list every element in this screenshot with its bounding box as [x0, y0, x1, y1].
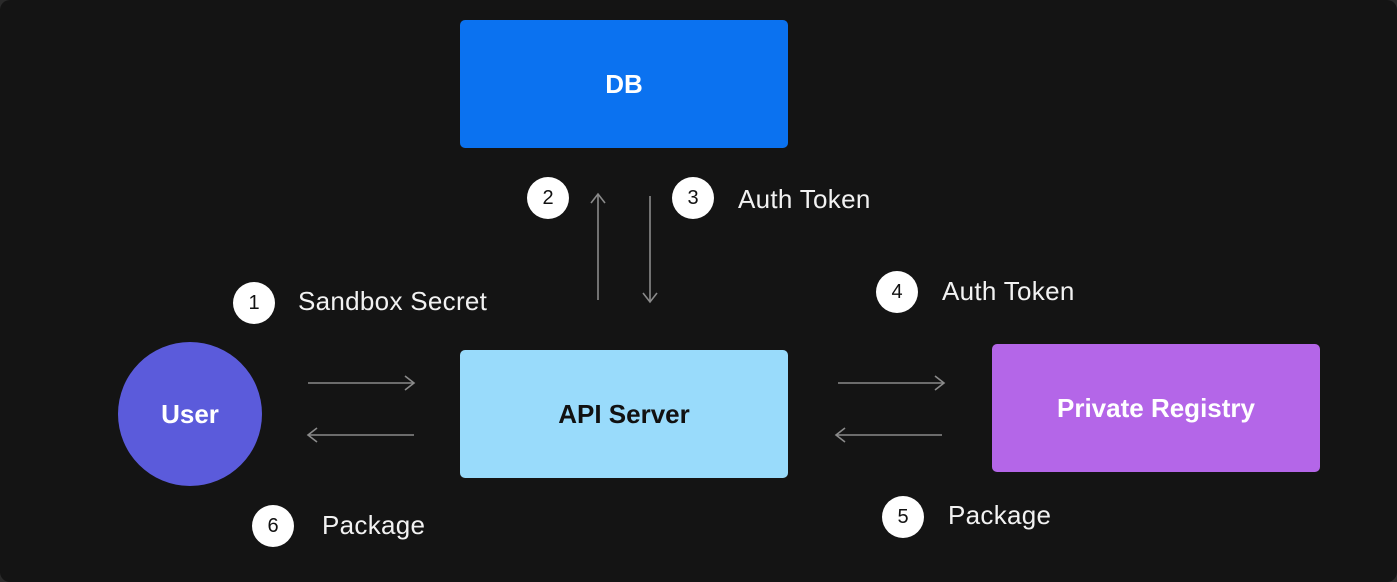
step-5-number: 5: [897, 505, 909, 528]
step-1-number: 1: [248, 291, 260, 314]
step-5-badge: 5: [882, 496, 924, 538]
db-node-label: DB: [605, 68, 643, 99]
step-5-label: Package: [948, 500, 1052, 530]
step-3-label: Auth Token: [738, 184, 871, 214]
arrow-api-to-user: [306, 427, 414, 443]
step-1-label: Sandbox Secret: [298, 286, 488, 316]
api-server-node: API Server: [460, 350, 788, 478]
arrow-api-to-registry: [838, 375, 946, 391]
arrow-user-to-api: [308, 375, 416, 391]
db-node: DB: [460, 20, 788, 148]
private-registry-node-label: Private Registry: [1057, 392, 1255, 423]
step-2-number: 2: [542, 186, 554, 209]
step-6-label: Package: [322, 510, 426, 540]
arrow-api-to-db: [590, 192, 606, 300]
user-node: User: [118, 342, 262, 486]
step-4-badge: 4: [876, 271, 918, 313]
step-1-badge: 1: [233, 282, 275, 324]
api-server-node-label: API Server: [558, 398, 690, 429]
step-6-badge: 6: [252, 505, 294, 547]
step-3-number: 3: [687, 186, 699, 209]
user-node-label: User: [161, 398, 219, 429]
step-3-badge: 3: [672, 177, 714, 219]
step-2-badge: 2: [527, 177, 569, 219]
step-4-label: Auth Token: [942, 276, 1075, 306]
step-4-number: 4: [891, 280, 903, 303]
arrow-registry-to-api: [834, 427, 942, 443]
step-6-number: 6: [267, 514, 279, 537]
arrow-db-to-api: [642, 196, 658, 304]
private-registry-node: Private Registry: [992, 344, 1320, 472]
